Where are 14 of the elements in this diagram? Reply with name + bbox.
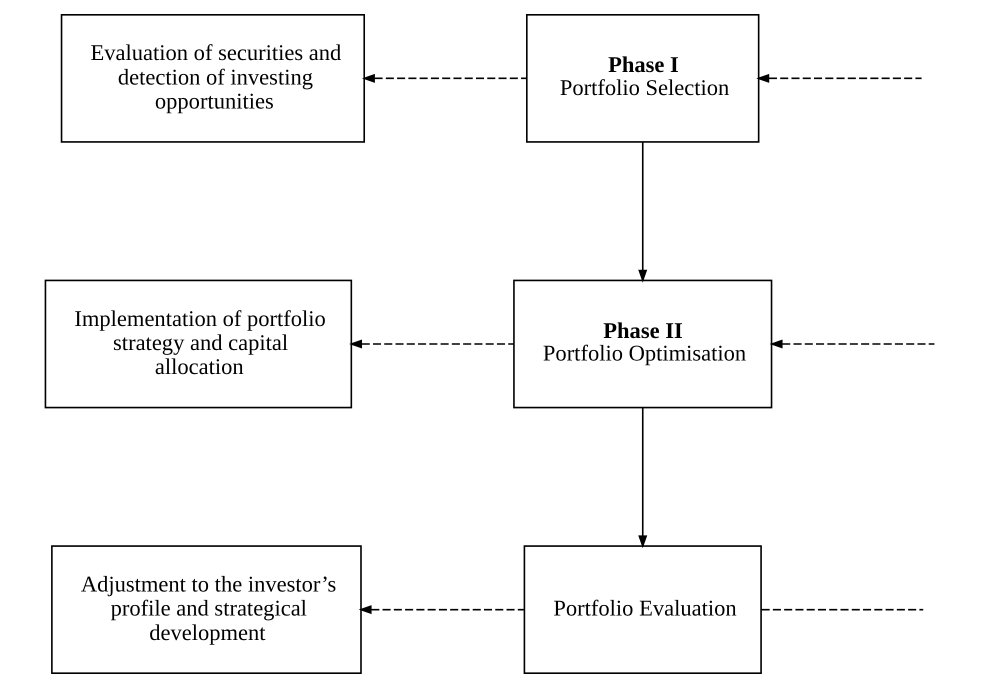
arrow — [638, 408, 648, 548]
arrow — [756, 74, 922, 83]
arrow — [362, 74, 526, 83]
connector — [762, 608, 924, 610]
node-box: Portfolio Evaluation — [524, 545, 762, 674]
arrow — [638, 142, 648, 283]
node-box: Phase I Portfolio Selection — [526, 14, 760, 143]
node-box: Implementation of portfolio strategy and capital allocation — [44, 280, 352, 408]
arrow — [358, 605, 524, 614]
node-box: Adjustment to the investor’s profile and strategical development — [51, 545, 362, 674]
arrow — [770, 339, 934, 349]
node-box: Evaluation of securities and detection of investing opportunities — [60, 14, 366, 143]
arrow — [349, 339, 514, 349]
node-box: Phase II Portfolio Optimisation — [513, 280, 772, 408]
